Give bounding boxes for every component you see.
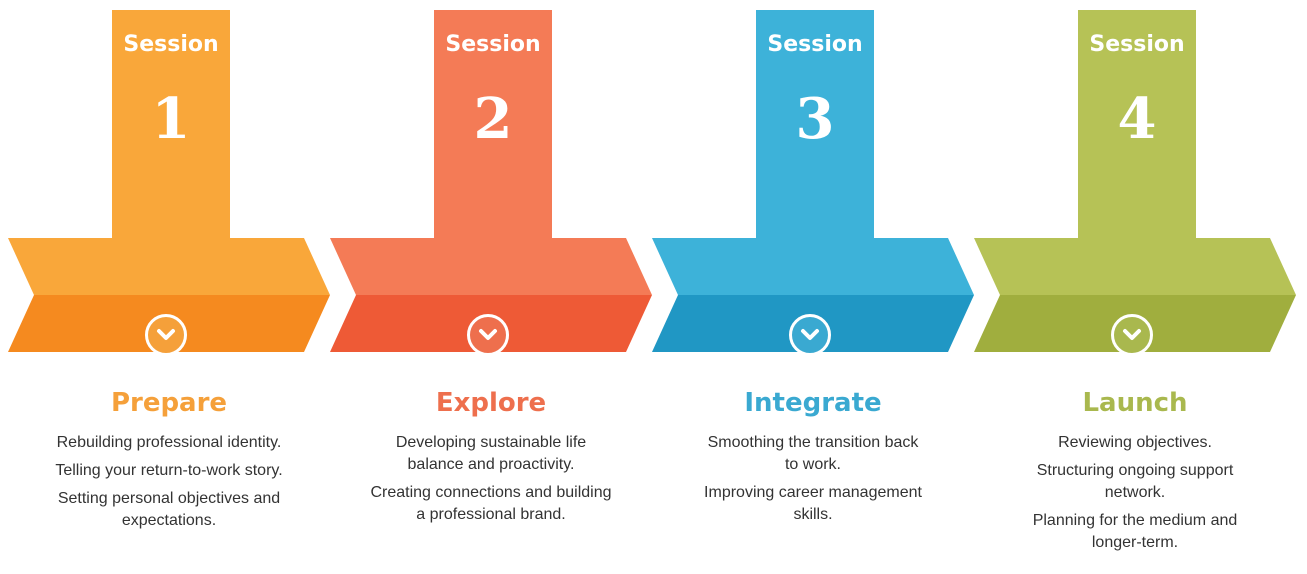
description-line: Structuring ongoing support network. — [1036, 462, 1234, 501]
stage-description: Developing sustainable life balance and … — [370, 432, 612, 532]
chevron-down-circle-icon — [789, 314, 831, 356]
chevron-down-circle-icon — [1111, 314, 1153, 356]
session-number: 2 — [473, 86, 513, 152]
session-number: 4 — [1117, 86, 1157, 152]
chevron-down-icon — [1123, 329, 1141, 340]
session-2: Session 2 Explore Developing sustainable… — [330, 0, 652, 574]
session-label: Session — [123, 32, 219, 57]
chevron-down-circle-icon — [145, 314, 187, 356]
session-4: Session 4 Launch Reviewing objectives. S… — [974, 0, 1296, 574]
description-line: Planning for the medium and longer-term. — [1032, 512, 1238, 551]
session-label: Session — [445, 32, 541, 57]
session-number: 3 — [795, 86, 835, 152]
session-tab: Session 4 — [1078, 10, 1196, 242]
session-tab: Session 2 — [434, 10, 552, 242]
stage-title: Prepare — [110, 388, 228, 418]
session-label: Session — [1089, 32, 1185, 57]
session-tab: Session 3 — [756, 10, 874, 242]
description-line: Creating connections and building a prof… — [370, 484, 612, 523]
stage-description: Reviewing objectives. Structuring ongoin… — [1014, 432, 1256, 560]
description-line: Setting personal objectives and expectat… — [57, 490, 281, 529]
session-3: Session 3 Integrate Smoothing the transi… — [652, 0, 974, 574]
stage-title: Explore — [435, 388, 547, 418]
description-line: Smoothing the transition back to work. — [707, 434, 919, 473]
description-line: Reviewing objectives. — [1058, 434, 1212, 451]
stage-description: Rebuilding professional identity. Tellin… — [38, 432, 300, 538]
session-tab: Session 1 — [112, 10, 230, 242]
description-line: Telling your return-to-work story. — [55, 462, 283, 479]
session-number: 1 — [151, 86, 191, 152]
chevron-down-circle-icon — [467, 314, 509, 356]
chevron-down-icon — [801, 329, 819, 340]
session-label: Session — [767, 32, 863, 57]
stage-description: Smoothing the transition back to work. I… — [704, 432, 922, 532]
chevron-down-icon — [157, 329, 175, 340]
description-line: Developing sustainable life balance and … — [395, 434, 587, 473]
description-line: Improving career management skills. — [704, 484, 922, 523]
chevron-down-icon — [479, 329, 497, 340]
session-1: Session 1 Prepare Rebuilding professiona… — [8, 0, 330, 574]
description-line: Rebuilding professional identity. — [56, 434, 282, 451]
stage-title: Launch — [1082, 388, 1188, 418]
stage-title: Integrate — [744, 388, 882, 418]
